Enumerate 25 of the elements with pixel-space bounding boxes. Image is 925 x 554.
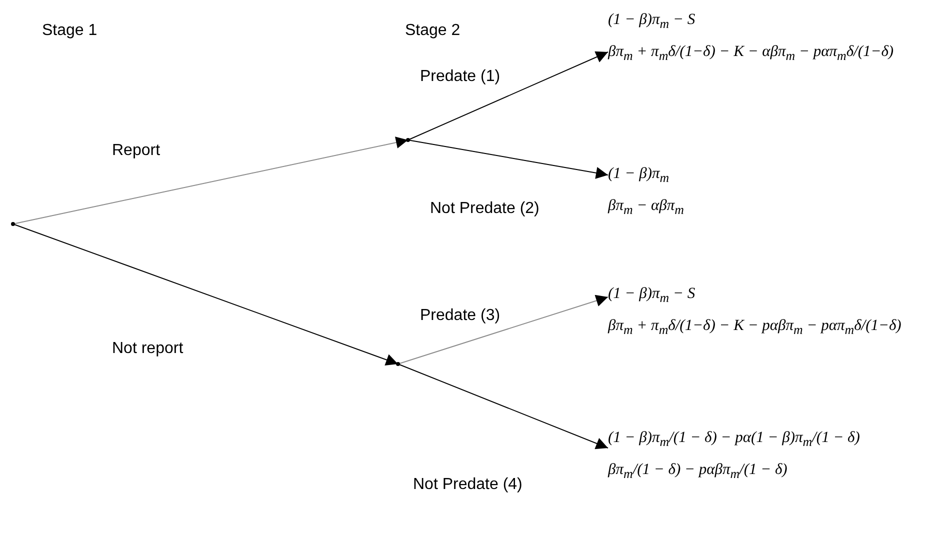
payoff-formula: (1 − β)π$_{m}$ [608,164,670,186]
edge-label: Predate (3) [420,307,500,325]
arrow [398,294,608,364]
edge-label: Predate (1) [420,68,500,86]
edge-label: Not report [112,340,184,358]
payoff-formula: (1 − β)π$_{m}$/(1 − δ) − pα(1 − β)π$_{m}$/(1 − δ) [608,428,861,450]
payoff-formula: (1 − β)π$_{m}$ − S [608,284,696,306]
payoff-formula: βπ$_{m}$/(1 − δ) − pαβπ$_{m}$/(1 − δ) [608,460,788,482]
payoff-formula: (1 − β)π$_{m}$ − S [608,10,696,32]
arrow [12,224,398,366]
edge-label: Not Predate (2) [430,200,540,218]
payoff-formula: βπ$_{m}$ − αβπ$_{m}$ [608,196,685,218]
arrow [398,364,608,450]
stage-heading: Stage 2 [405,22,460,40]
arrow [12,136,408,224]
arrow [408,51,608,140]
edge-label: Not Predate (4) [413,476,522,494]
branch-point [406,138,410,142]
payoff-formula: βπ$_{m}$ + π$_{m}$δ/(1−δ) − K − pαβπ$_{m}$ − pαπ$_{m}$δ/(1−δ) [608,316,902,338]
arrow [408,140,608,179]
edge-label: Report [112,142,160,160]
payoff-formula: βπ$_{m}$ + π$_{m}$δ/(1−δ) − K − αβπ$_{m}$ − pαπ$_{m}$δ/(1−δ) [608,42,895,64]
branch-point [11,222,15,226]
stage-heading: Stage 1 [42,22,98,40]
branch-point [396,362,400,366]
